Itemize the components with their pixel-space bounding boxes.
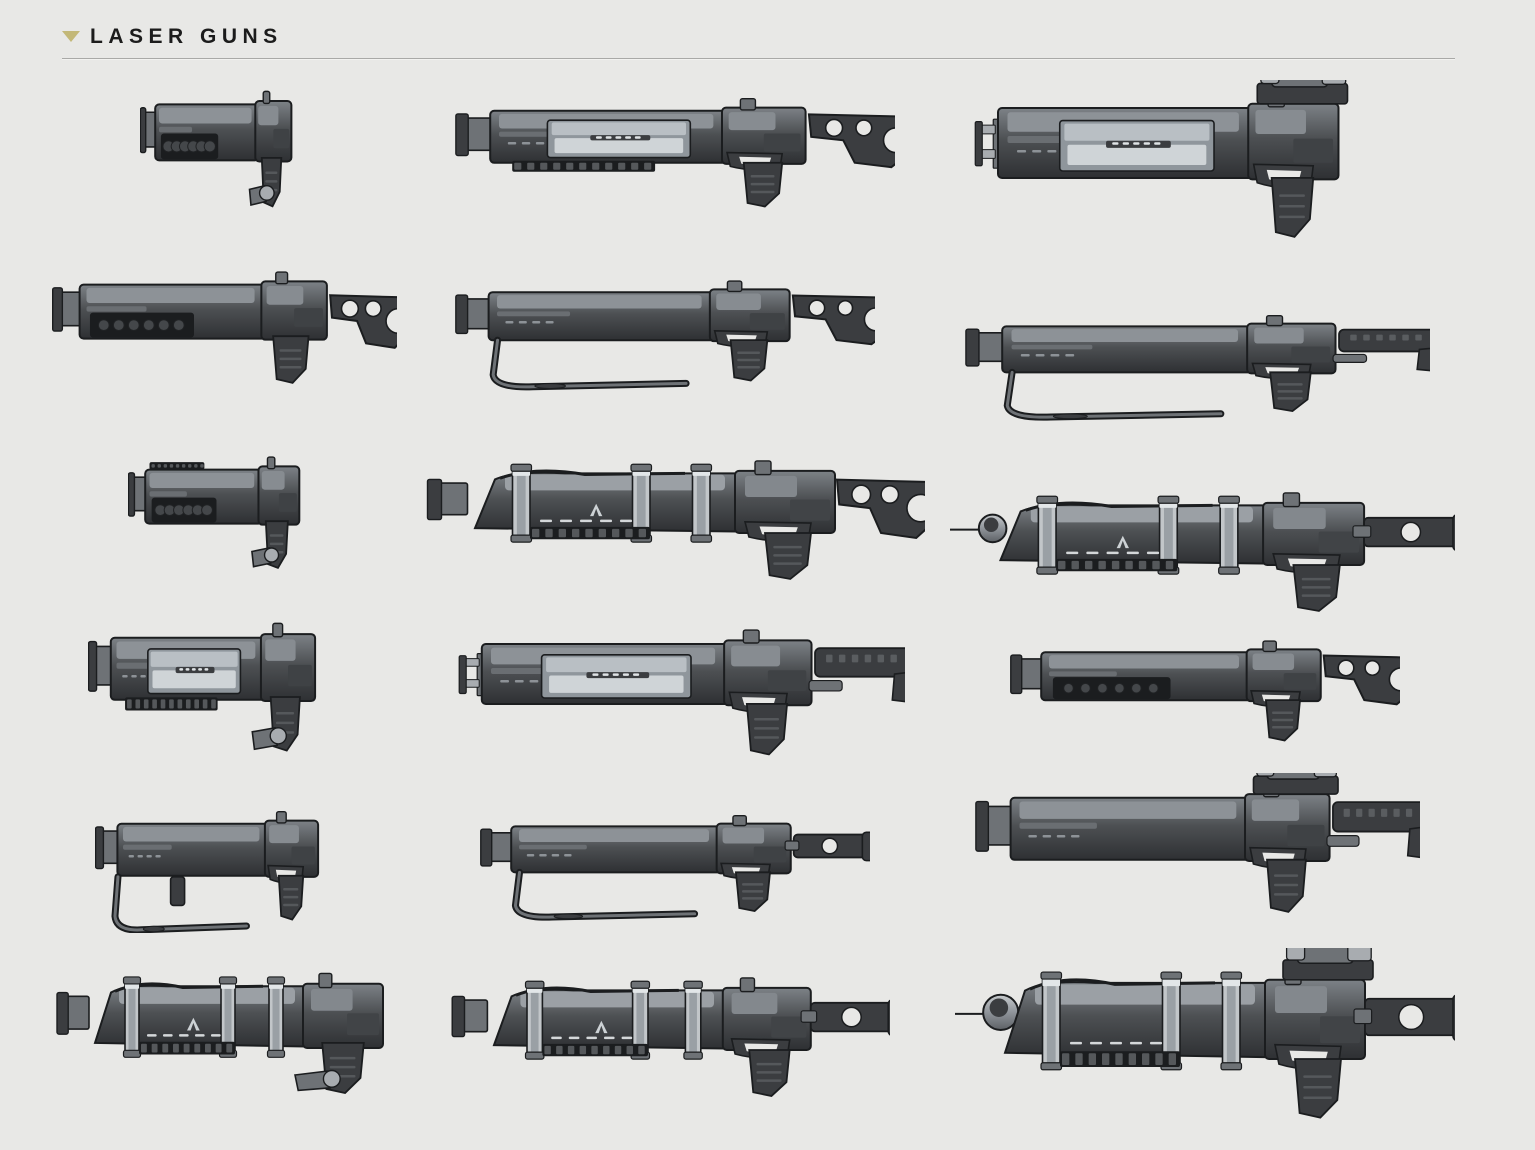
gun-cell-r2-c1[interactable] bbox=[52, 263, 397, 398]
laser-gun-gun-02[interactable] bbox=[455, 90, 895, 220]
gun-cell-r1-c3[interactable] bbox=[960, 80, 1435, 255]
laser-gun-gun-09[interactable] bbox=[950, 478, 1455, 623]
gun-cell-r4-c1[interactable] bbox=[88, 613, 373, 768]
gun-cell-r5-c1[interactable] bbox=[95, 803, 375, 933]
triangle-down-icon[interactable] bbox=[62, 31, 80, 42]
laser-gun-gun-12[interactable] bbox=[1010, 633, 1400, 753]
gun-cell-r3-c1[interactable] bbox=[128, 448, 343, 583]
laser-gun-gun-10[interactable] bbox=[88, 613, 373, 768]
laser-gun-gun-16[interactable] bbox=[55, 958, 455, 1108]
gun-cell-r6-c2[interactable] bbox=[450, 963, 890, 1108]
laser-gun-gun-01[interactable] bbox=[140, 82, 330, 222]
gun-cell-r3-c3[interactable] bbox=[950, 478, 1455, 623]
gun-cell-r3-c2[interactable] bbox=[425, 446, 925, 591]
laser-gun-gun-11[interactable] bbox=[445, 620, 905, 770]
header-title-row[interactable]: LASER GUNS bbox=[62, 26, 283, 47]
laser-gun-gun-17[interactable] bbox=[450, 963, 890, 1108]
sheet-header: LASER GUNS bbox=[0, 0, 1535, 68]
laser-gun-gun-07[interactable] bbox=[128, 448, 343, 583]
laser-gun-gun-05[interactable] bbox=[455, 273, 875, 393]
page-title: LASER GUNS bbox=[90, 25, 283, 48]
laser-gun-gun-06[interactable] bbox=[965, 308, 1430, 423]
laser-gun-gun-15[interactable] bbox=[975, 773, 1420, 928]
gun-cell-r5-c3[interactable] bbox=[975, 773, 1420, 928]
laser-gun-gun-18[interactable] bbox=[955, 948, 1455, 1133]
gun-cell-r4-c2[interactable] bbox=[445, 620, 905, 770]
laser-gun-gun-04[interactable] bbox=[52, 263, 397, 398]
gun-cell-r6-c1[interactable] bbox=[55, 958, 455, 1108]
gun-cell-r2-c3[interactable] bbox=[965, 308, 1430, 423]
gun-cell-r1-c1[interactable] bbox=[140, 82, 330, 222]
gun-cell-r5-c2[interactable] bbox=[480, 808, 870, 923]
header-divider bbox=[62, 58, 1455, 60]
laser-gun-gun-08[interactable] bbox=[425, 446, 925, 591]
gun-cell-r1-c2[interactable] bbox=[455, 90, 895, 220]
laser-gun-gun-03[interactable] bbox=[960, 80, 1435, 255]
gun-cell-r6-c3[interactable] bbox=[955, 948, 1455, 1133]
laser-guns-gallery bbox=[0, 68, 1535, 1150]
gun-cell-r2-c2[interactable] bbox=[455, 273, 875, 393]
laser-gun-gun-14[interactable] bbox=[480, 808, 870, 923]
laser-gun-gun-13[interactable] bbox=[95, 803, 375, 933]
gun-cell-r4-c3[interactable] bbox=[1010, 633, 1400, 753]
